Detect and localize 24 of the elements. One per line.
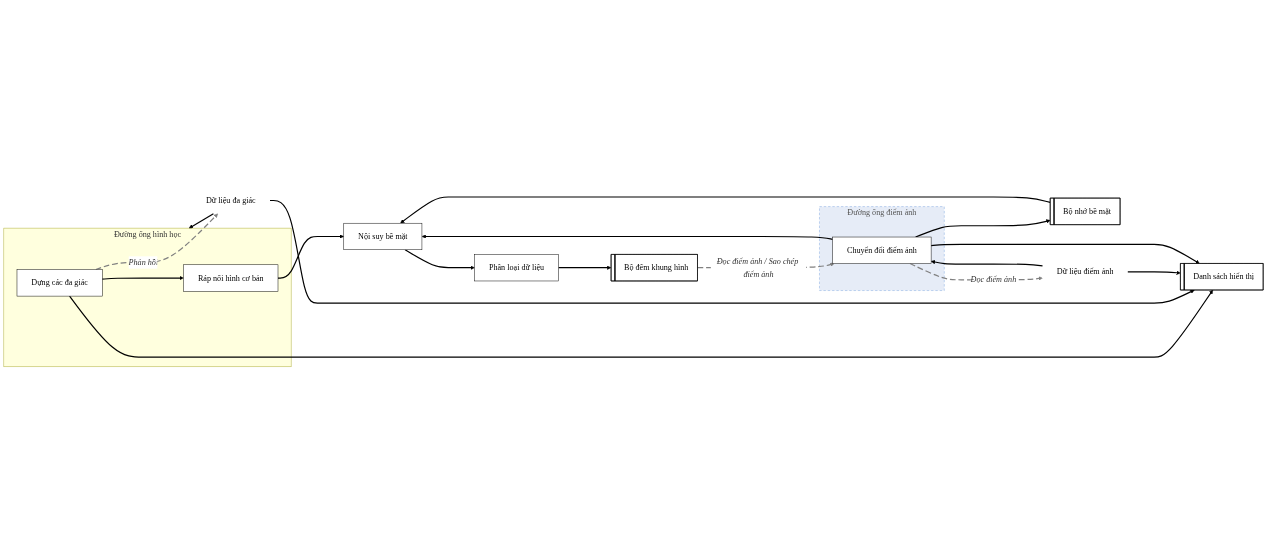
arrow <box>557 265 612 270</box>
arrow <box>188 213 215 229</box>
node-box: Nội suy bề mặt <box>343 222 423 250</box>
arrow <box>930 243 1200 264</box>
node-text: Dữ liệu điểm ảnh <box>1056 267 1114 277</box>
edge-label: Đọc điểm ảnh <box>970 275 1017 285</box>
node-box: Chuyển đổi điểm ảnh <box>832 236 932 264</box>
arrow <box>915 219 1051 238</box>
node-box: Phân loại dữ liệu <box>474 254 559 282</box>
edge-label: Phản hồi <box>128 257 159 267</box>
node-box: Dựng các đa giác <box>16 269 103 297</box>
arrow <box>1127 270 1181 275</box>
node-text: Dữ liệu đa giác <box>205 195 256 205</box>
edge-label: Đọc điểm ảnh / Sao chép điểm ảnh <box>716 256 799 279</box>
arrow <box>277 234 344 279</box>
arrow <box>404 249 475 270</box>
arrow <box>421 234 834 240</box>
arrow <box>269 199 1195 304</box>
node-box: Ráp nối hình cơ bản <box>183 264 279 292</box>
arrow <box>101 275 184 281</box>
arrow <box>930 259 1044 267</box>
arrow <box>400 196 1051 224</box>
arrow <box>95 213 218 271</box>
arrow <box>68 289 1213 358</box>
